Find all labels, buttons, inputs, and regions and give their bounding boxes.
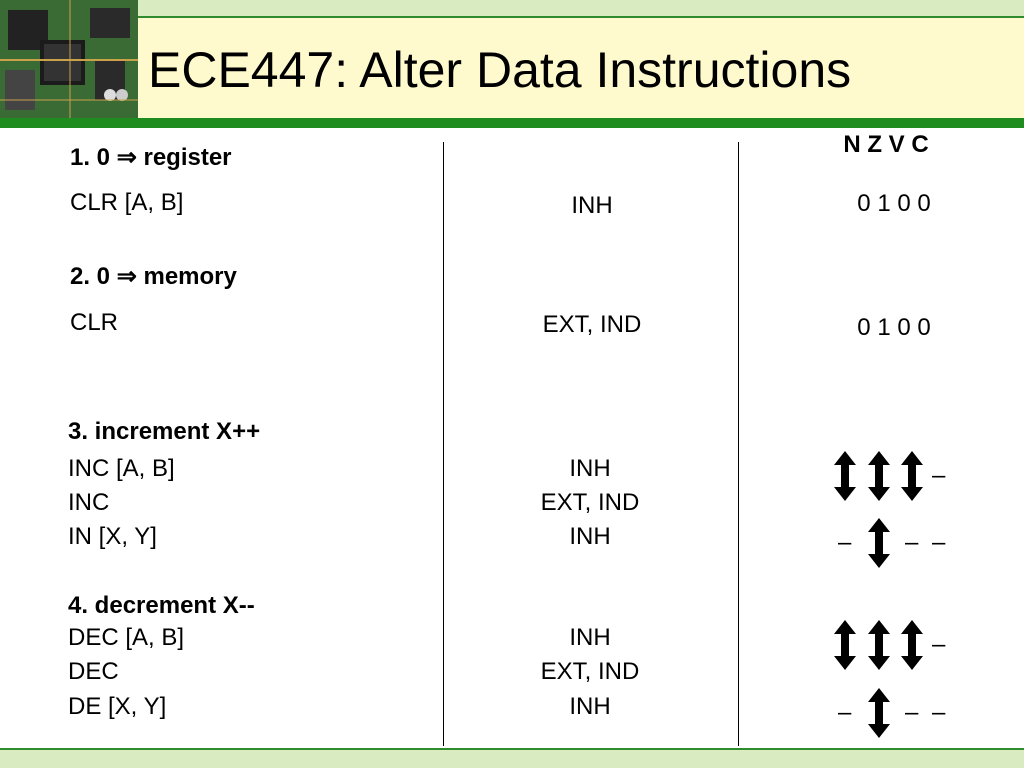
double-arrow-icon [868,620,890,670]
column-divider-right [738,142,739,746]
flags-header: N Z V C [843,131,929,158]
section-1-heading: 1. 0 ⇒ register [70,144,232,171]
flag-dash: – [932,699,946,726]
section-4-line-3: DE [X, Y] [68,693,167,720]
section-4-mode-2: EXT, IND [540,658,640,685]
section-2-line-1: CLR [70,309,119,336]
section-4-mode-3: INH [569,693,611,720]
section-1-flags: 0 1 0 0 [857,190,931,217]
top-divider-line [138,16,1024,18]
section-4-heading: 4. decrement X-- [68,592,255,619]
flag-dash: – [905,529,919,556]
top-decor-band [0,0,1024,16]
section-4-line-1: DEC [A, B] [68,624,185,651]
double-arrow-icon [868,451,890,501]
section-3-mode-2: EXT, IND [540,489,640,516]
section-2-mode-1: EXT, IND [542,311,642,338]
section-1-mode-1: INH [571,192,613,219]
section-3-mode-1: INH [569,455,611,482]
double-arrow-icon [901,451,923,501]
bottom-divider-line [0,748,1024,750]
section-2-heading: 2. 0 ⇒ memory [70,263,237,290]
flag-dash: – [932,462,946,489]
section-4-line-2: DEC [68,658,119,685]
bottom-decor-band [0,750,1024,768]
double-arrow-icon [868,518,890,568]
column-divider-left [443,142,444,746]
section-2-flags: 0 1 0 0 [857,314,931,341]
title-underline-bar [0,118,1024,128]
section-4-mode-1: INH [569,624,611,651]
flag-dash: – [905,699,919,726]
circuit-board-image [0,0,138,118]
double-arrow-icon [834,451,856,501]
section-3-line-1: INC [A, B] [68,455,175,482]
double-arrow-icon [868,688,890,738]
title-background [138,18,1024,118]
section-3-line-2: INC [68,489,110,516]
section-3-heading: 3. increment X++ [68,418,261,445]
page-title: ECE447: Alter Data Instructions [148,42,852,98]
section-1-line-1: CLR [A, B] [70,189,184,216]
flag-dash: – [932,631,946,658]
flag-dash: – [838,699,852,726]
section-3-line-3: IN [X, Y] [68,523,157,550]
section-3-mode-3: INH [569,523,611,550]
double-arrow-icon [901,620,923,670]
flag-dash: – [932,529,946,556]
flag-dash: – [838,529,852,556]
double-arrow-icon [834,620,856,670]
